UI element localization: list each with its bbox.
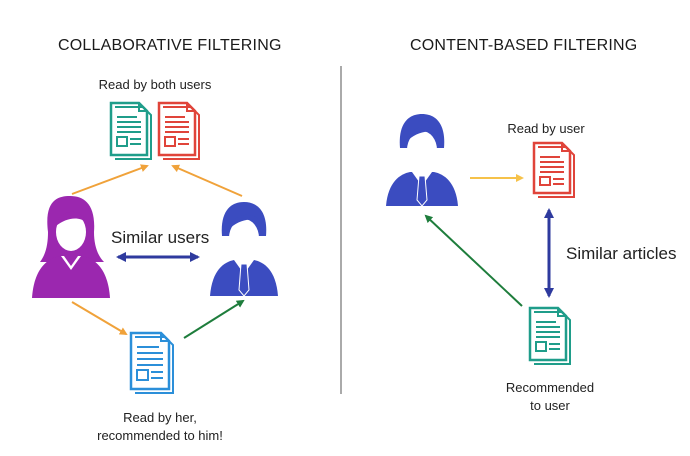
recommended-label-line1: Recommended xyxy=(505,380,595,395)
similar-users-label: Similar users xyxy=(111,228,210,247)
user-icon xyxy=(386,114,458,207)
document-icon-red xyxy=(532,141,575,198)
content-based-filtering-title: CONTENT-BASED FILTERING xyxy=(410,37,638,54)
read-by-user-label: Read by user xyxy=(507,121,585,136)
arrow-woman-to-blue-doc xyxy=(71,301,128,336)
arrow-recommended-to-user xyxy=(424,214,523,307)
arrow-blue-doc-to-man xyxy=(183,299,245,339)
read-by-her-label-line2: recommended to him! xyxy=(97,428,223,443)
collaborative-filtering-title: COLLABORATIVE FILTERING xyxy=(58,37,282,54)
arrow-woman-to-docs xyxy=(71,164,149,195)
read-by-her-label-line1: Read by her, xyxy=(123,410,197,425)
document-icon-teal xyxy=(528,306,571,365)
document-icon-blue xyxy=(129,331,174,394)
man-user-icon xyxy=(210,202,278,297)
document-icon-red xyxy=(157,101,200,160)
panel-divider xyxy=(340,66,342,394)
arrow-man-to-docs xyxy=(171,164,243,197)
document-icon-teal xyxy=(109,101,152,160)
woman-user-icon xyxy=(32,196,110,298)
recommended-label-line2: to user xyxy=(530,398,570,413)
read-by-both-label: Read by both users xyxy=(98,77,212,92)
similar-articles-label: Similar articles xyxy=(566,244,677,263)
